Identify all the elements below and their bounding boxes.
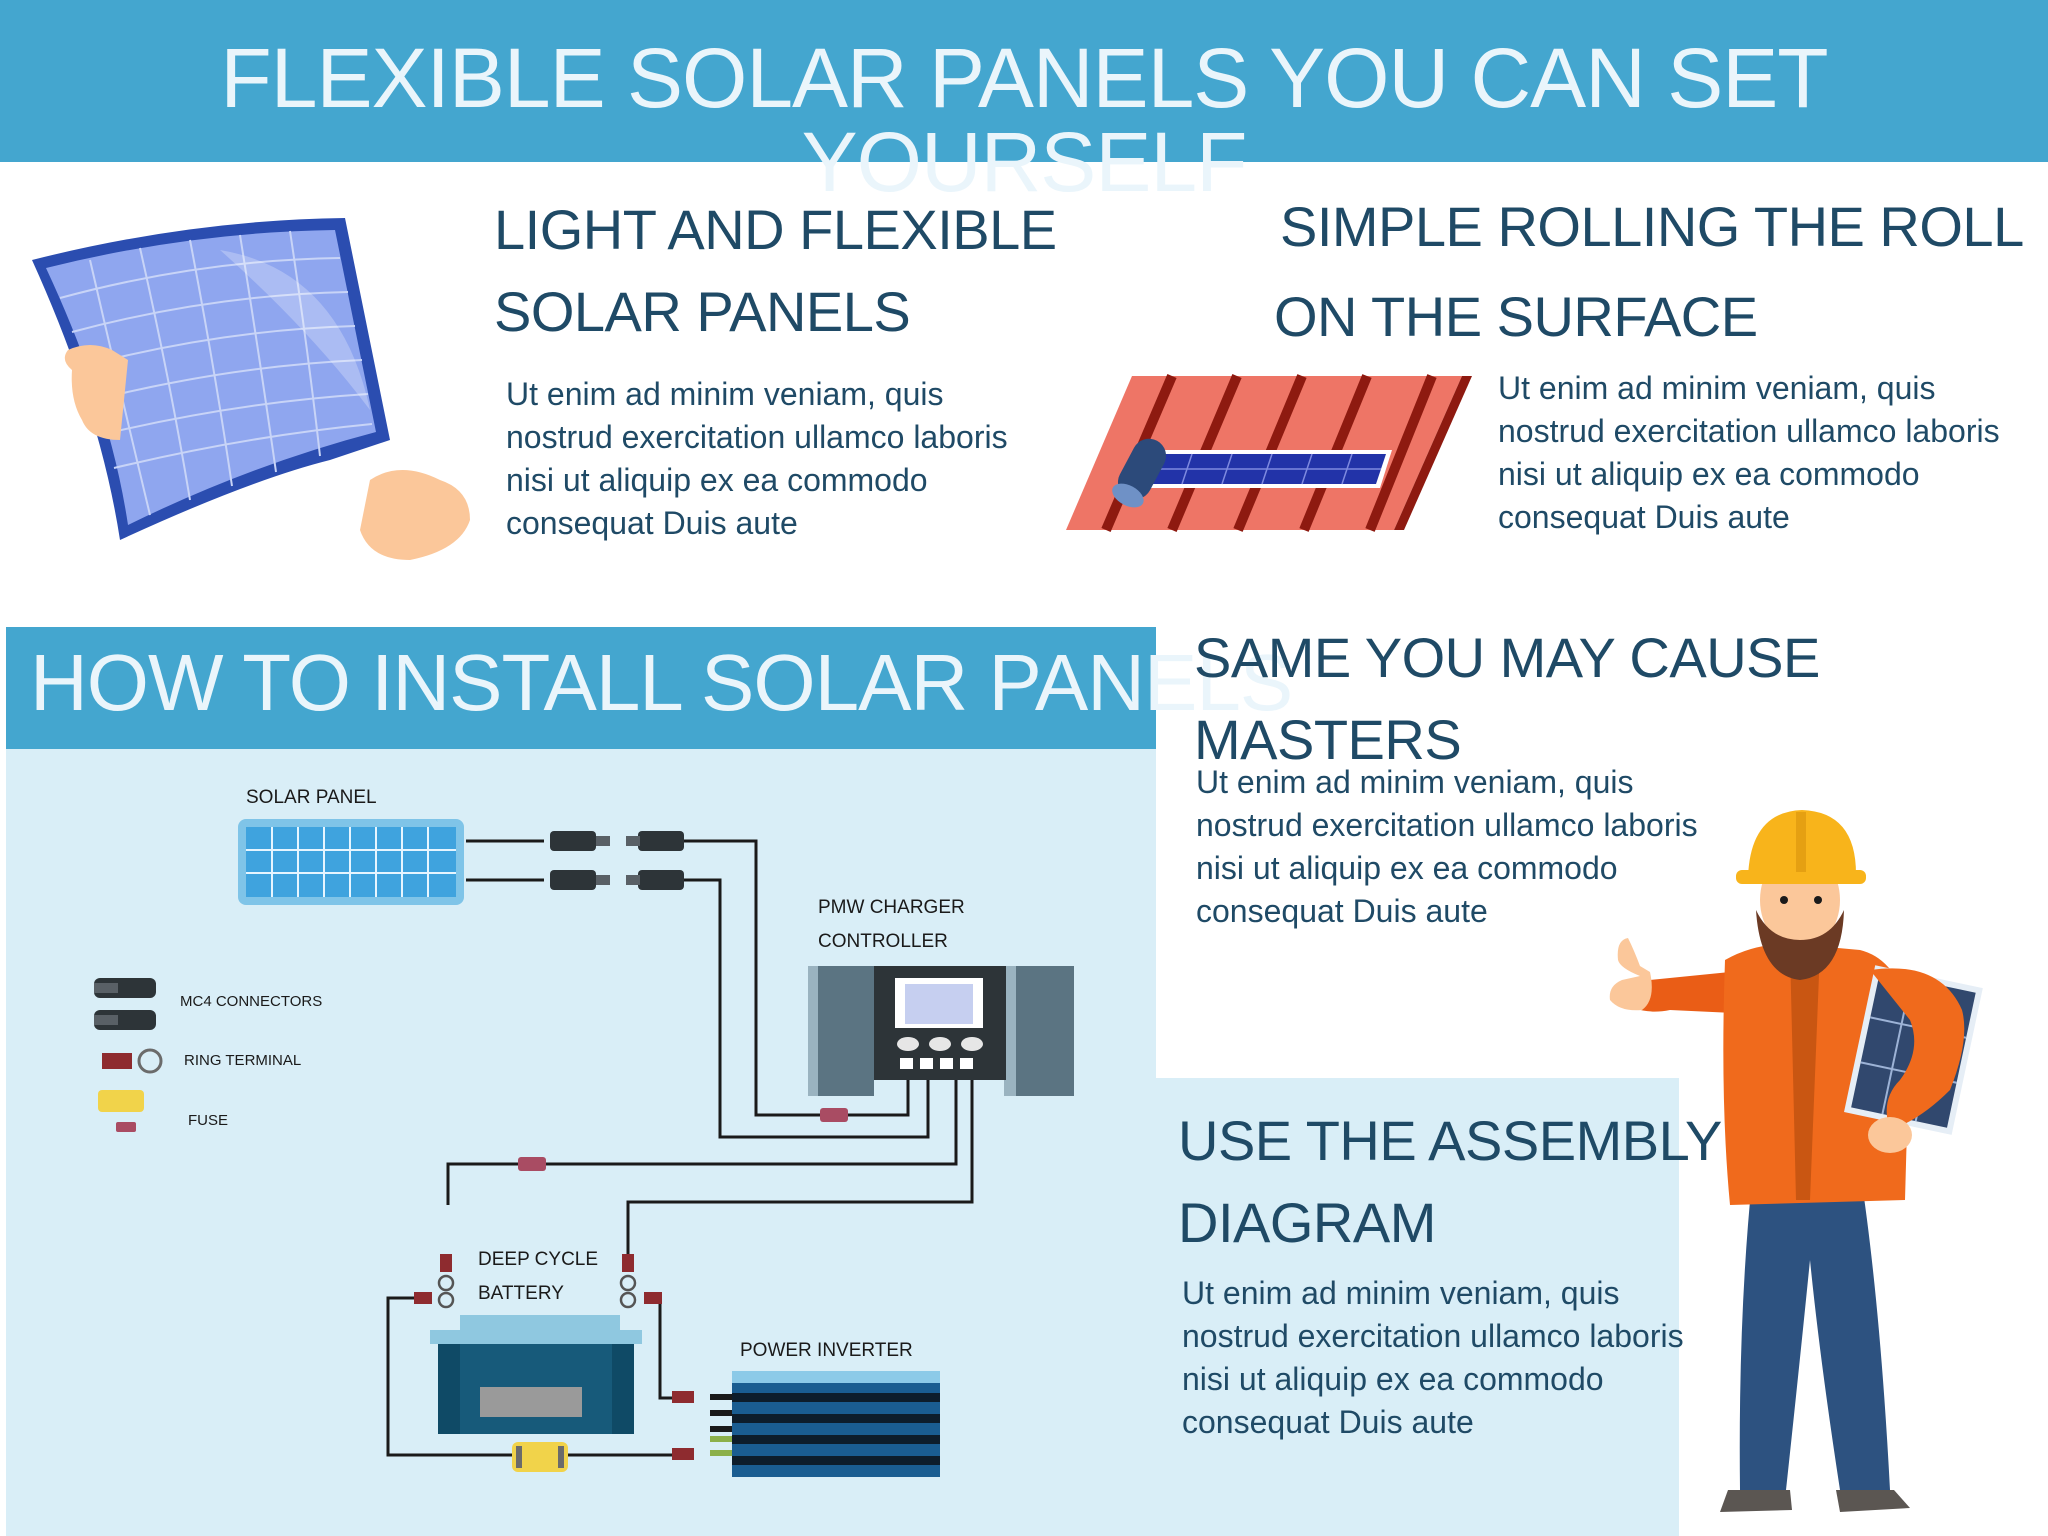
- legend-ring-terminal-icon: [102, 1048, 163, 1074]
- assembly-section-title: USE THE ASSEMBLY DIAGRAM: [1178, 1100, 1722, 1264]
- assembly-section-body: Ut enim ad minim veniam, quis nostrud ex…: [1182, 1275, 1684, 1440]
- solar-panel-label: SOLAR PANEL: [246, 787, 377, 808]
- charger-label: PMW CHARGER CONTROLLER: [818, 891, 965, 959]
- legend-fuse-label: FUSE: [188, 1112, 229, 1129]
- ring-terminal-icon: [437, 1274, 637, 1309]
- legend-mc4-label: MC4 CONNECTORS: [180, 993, 323, 1010]
- inverter-fuse-icon: [512, 1442, 568, 1472]
- install-title: HOW TO INSTALL SOLAR PANELS: [30, 638, 1293, 727]
- battery-label: DEEP CYCLE BATTERY: [478, 1243, 598, 1311]
- assembly-panel: [1156, 1078, 1679, 1536]
- flexible-panel-illustration: [32, 218, 470, 560]
- masters-section-title: SAME YOU MAY CAUSE MASTERS: [1194, 626, 1820, 771]
- light-title-line1: LIGHT AND FLEXIBLE: [494, 198, 1057, 261]
- rolling-section-title: SIMPLE ROLLING THE ROLL ON THE SURFACE: [1274, 186, 2024, 366]
- worker-illustration: [1609, 810, 1983, 1512]
- charger-label-line2: CONTROLLER: [818, 931, 948, 952]
- charger-label-line1: PMW CHARGER: [818, 897, 965, 918]
- legend-fuse-icon: [98, 1090, 144, 1132]
- install-title-band: HOW TO INSTALL SOLAR PANELS: [6, 627, 1293, 749]
- mc4-connector-icon: [550, 831, 684, 890]
- battery-label-line1: DEEP CYCLE: [478, 1249, 599, 1270]
- battery-icon: [430, 1315, 642, 1434]
- assembly-title-line1: USE THE ASSEMBLY: [1178, 1109, 1722, 1172]
- rolling-title-line1: SIMPLE ROLLING THE ROLL: [1280, 195, 2024, 258]
- wiring-diagram: [94, 819, 1074, 1477]
- rolling-title-line2: ON THE SURFACE: [1274, 285, 1758, 348]
- solar-panel-icon: [238, 819, 464, 905]
- inverter-label: POWER INVERTER: [740, 1340, 913, 1361]
- fuse-icon: [518, 1108, 848, 1171]
- legend-ring-label: RING TERMINAL: [184, 1052, 302, 1069]
- light-title-line2: SOLAR PANELS: [494, 280, 911, 343]
- header-banner: FLEXIBLE SOLAR PANELS YOU CAN SET YOURSE…: [0, 0, 2048, 204]
- page-title: FLEXIBLE SOLAR PANELS YOU CAN SET YOURSE…: [220, 31, 1828, 209]
- light-section-title: LIGHT AND FLEXIBLE SOLAR PANELS: [494, 189, 1057, 353]
- rolling-section-body: Ut enim ad minim veniam, quis nostrud ex…: [1498, 370, 2000, 535]
- roof-roll-illustration: [1066, 374, 1472, 532]
- light-section-body: Ut enim ad minim veniam, quis nostrud ex…: [506, 376, 1008, 541]
- legend-mc4-icon: [94, 978, 156, 1030]
- power-inverter-icon: [672, 1371, 940, 1477]
- charger-controller-icon: [808, 966, 1074, 1096]
- battery-label-line2: BATTERY: [478, 1283, 564, 1304]
- masters-section-body: Ut enim ad minim veniam, quis nostrud ex…: [1196, 764, 1698, 929]
- assembly-title-line2: DIAGRAM: [1178, 1191, 1436, 1254]
